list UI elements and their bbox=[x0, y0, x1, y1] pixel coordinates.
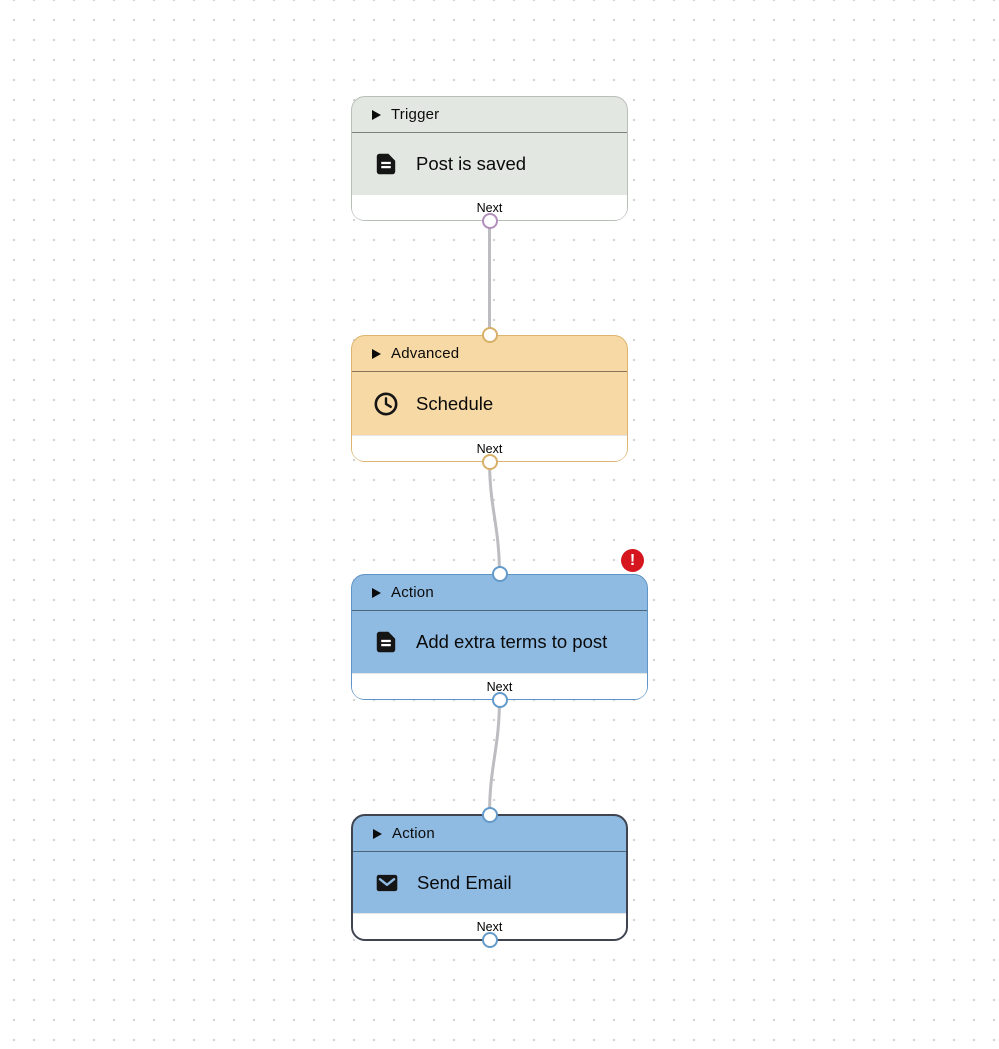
output-port[interactable] bbox=[481, 213, 498, 229]
connection-line[interactable] bbox=[488, 697, 501, 817]
node-category-label: Action bbox=[391, 584, 434, 601]
node-body[interactable]: Schedule bbox=[352, 372, 627, 435]
node-header[interactable]: Advanced bbox=[352, 336, 627, 372]
node-body[interactable]: Send Email bbox=[353, 852, 626, 913]
node-trigger-post-is-saved[interactable]: Trigger Post is saved Next bbox=[351, 96, 628, 229]
node-title: Post is saved bbox=[416, 152, 527, 174]
email-icon bbox=[376, 874, 398, 891]
node-header[interactable]: Trigger bbox=[352, 97, 627, 133]
node-body[interactable]: Post is saved bbox=[352, 133, 627, 194]
node-category-label: Action bbox=[392, 825, 435, 842]
output-port[interactable] bbox=[481, 932, 498, 948]
next-branch-label: Next bbox=[486, 679, 513, 694]
next-branch-label: Next bbox=[476, 919, 503, 934]
node-category-label: Advanced bbox=[391, 345, 460, 362]
error-badge[interactable]: ! bbox=[621, 549, 644, 572]
node-title: Schedule bbox=[416, 392, 494, 414]
node-header[interactable]: Action bbox=[353, 816, 626, 852]
node-action-add-extra-terms[interactable]: Action Add extra terms to post Next bbox=[351, 566, 648, 708]
output-port[interactable] bbox=[481, 454, 498, 470]
next-branch-label: Next bbox=[476, 200, 503, 215]
node-title: Send Email bbox=[417, 871, 512, 893]
node-action-send-email[interactable]: Action Send Email Next bbox=[351, 807, 628, 948]
collapse-triangle-icon[interactable] bbox=[372, 348, 381, 359]
input-port[interactable] bbox=[481, 807, 498, 823]
connection-line[interactable] bbox=[488, 458, 501, 577]
next-branch-label: Next bbox=[476, 441, 503, 456]
collapse-triangle-icon[interactable] bbox=[372, 587, 381, 598]
collapse-triangle-icon[interactable] bbox=[372, 109, 381, 120]
clock-icon bbox=[374, 392, 398, 415]
input-port[interactable] bbox=[491, 566, 508, 582]
collapse-triangle-icon[interactable] bbox=[373, 828, 382, 839]
node-advanced-schedule[interactable]: Advanced Schedule Next bbox=[351, 327, 628, 470]
input-port[interactable] bbox=[481, 327, 498, 343]
node-header[interactable]: Action bbox=[352, 575, 647, 611]
output-port[interactable] bbox=[491, 692, 508, 708]
node-footer: Next bbox=[352, 194, 627, 220]
node-body[interactable]: Add extra terms to post bbox=[352, 611, 647, 673]
document-icon bbox=[376, 153, 396, 174]
node-category-label: Trigger bbox=[391, 106, 440, 123]
document-icon bbox=[376, 631, 396, 653]
node-title: Add extra terms to post bbox=[416, 631, 608, 652]
